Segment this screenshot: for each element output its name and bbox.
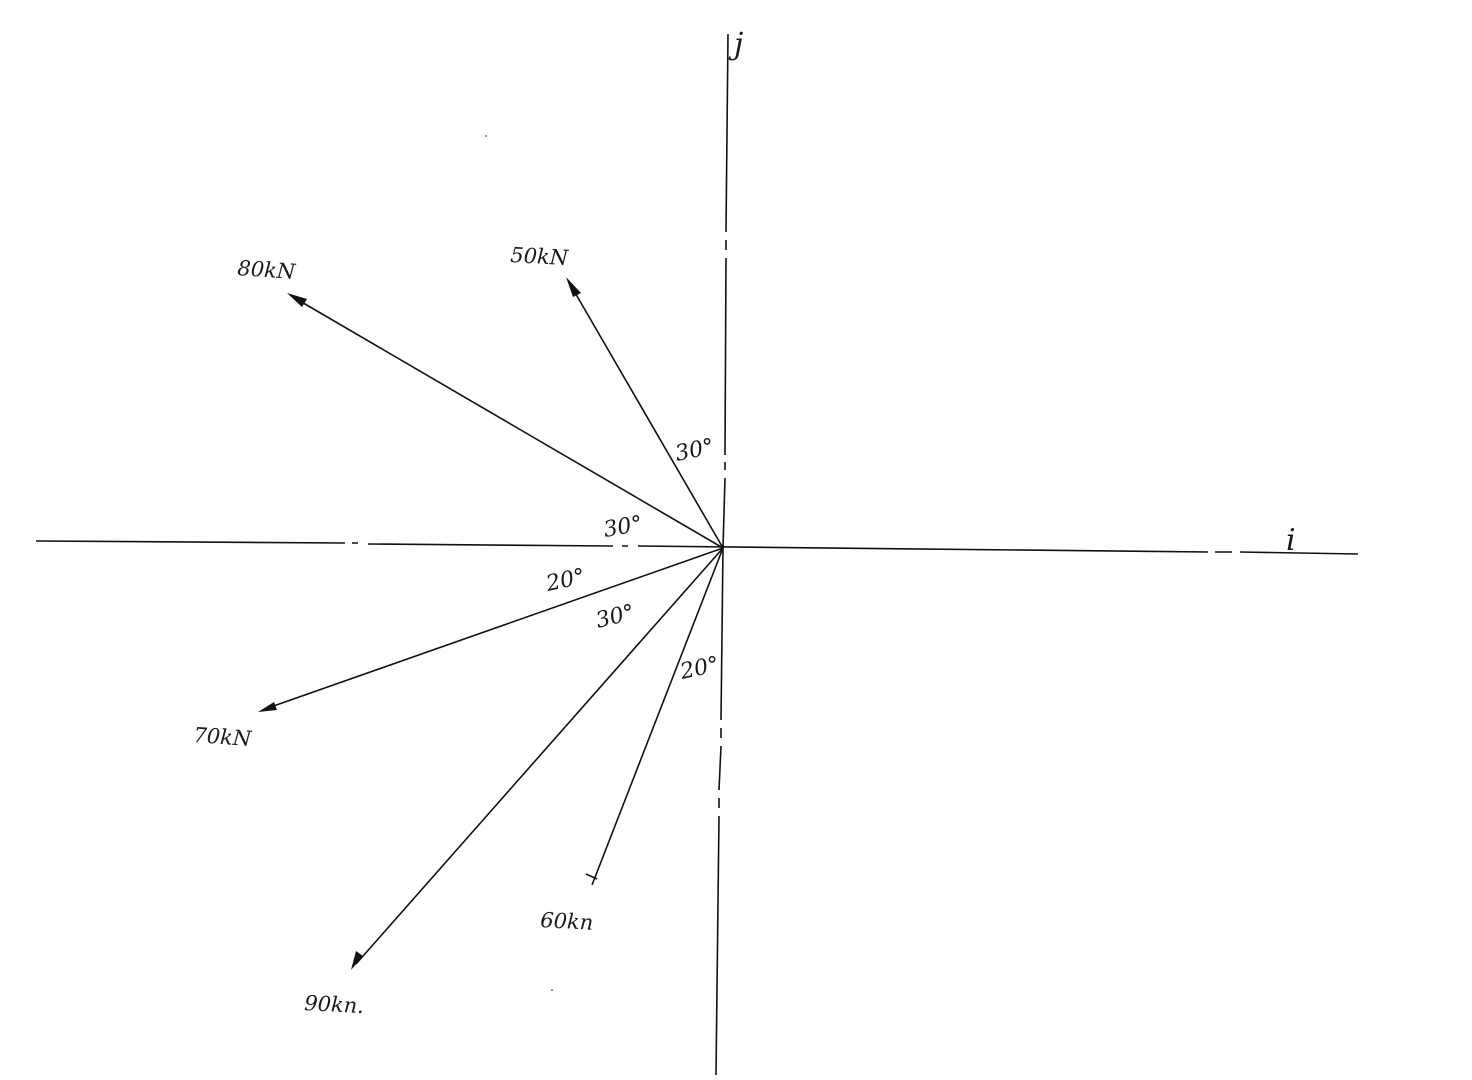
vector-70kN [258, 547, 724, 712]
speck [485, 135, 487, 137]
force-label-90kn: 90kn. [304, 991, 365, 1018]
force-label-70kN: 70kN [193, 723, 253, 751]
angle-label-50kN-j: 30° [673, 434, 716, 467]
force-label-50kN: 50kN [510, 243, 570, 270]
angle-label-70kN-90kn: 30° [593, 600, 637, 634]
angle-label-70kN-i: 20° [543, 564, 587, 597]
j-axis-label: j [728, 27, 743, 62]
angle-label-80kN-i: 30° [602, 512, 645, 543]
vector-80kN [287, 293, 724, 549]
i-axis-label: i [1286, 523, 1296, 558]
force-label-80kN: 80kN [237, 256, 297, 284]
vector-90kn [351, 547, 724, 970]
vector-60kn [585, 547, 724, 886]
i-axis [35, 540, 1359, 555]
angle-label-60kn-j: 20° [677, 652, 721, 685]
speck [551, 989, 553, 991]
force-label-60kn: 60kn [540, 908, 594, 935]
vector-50kN [566, 277, 724, 549]
